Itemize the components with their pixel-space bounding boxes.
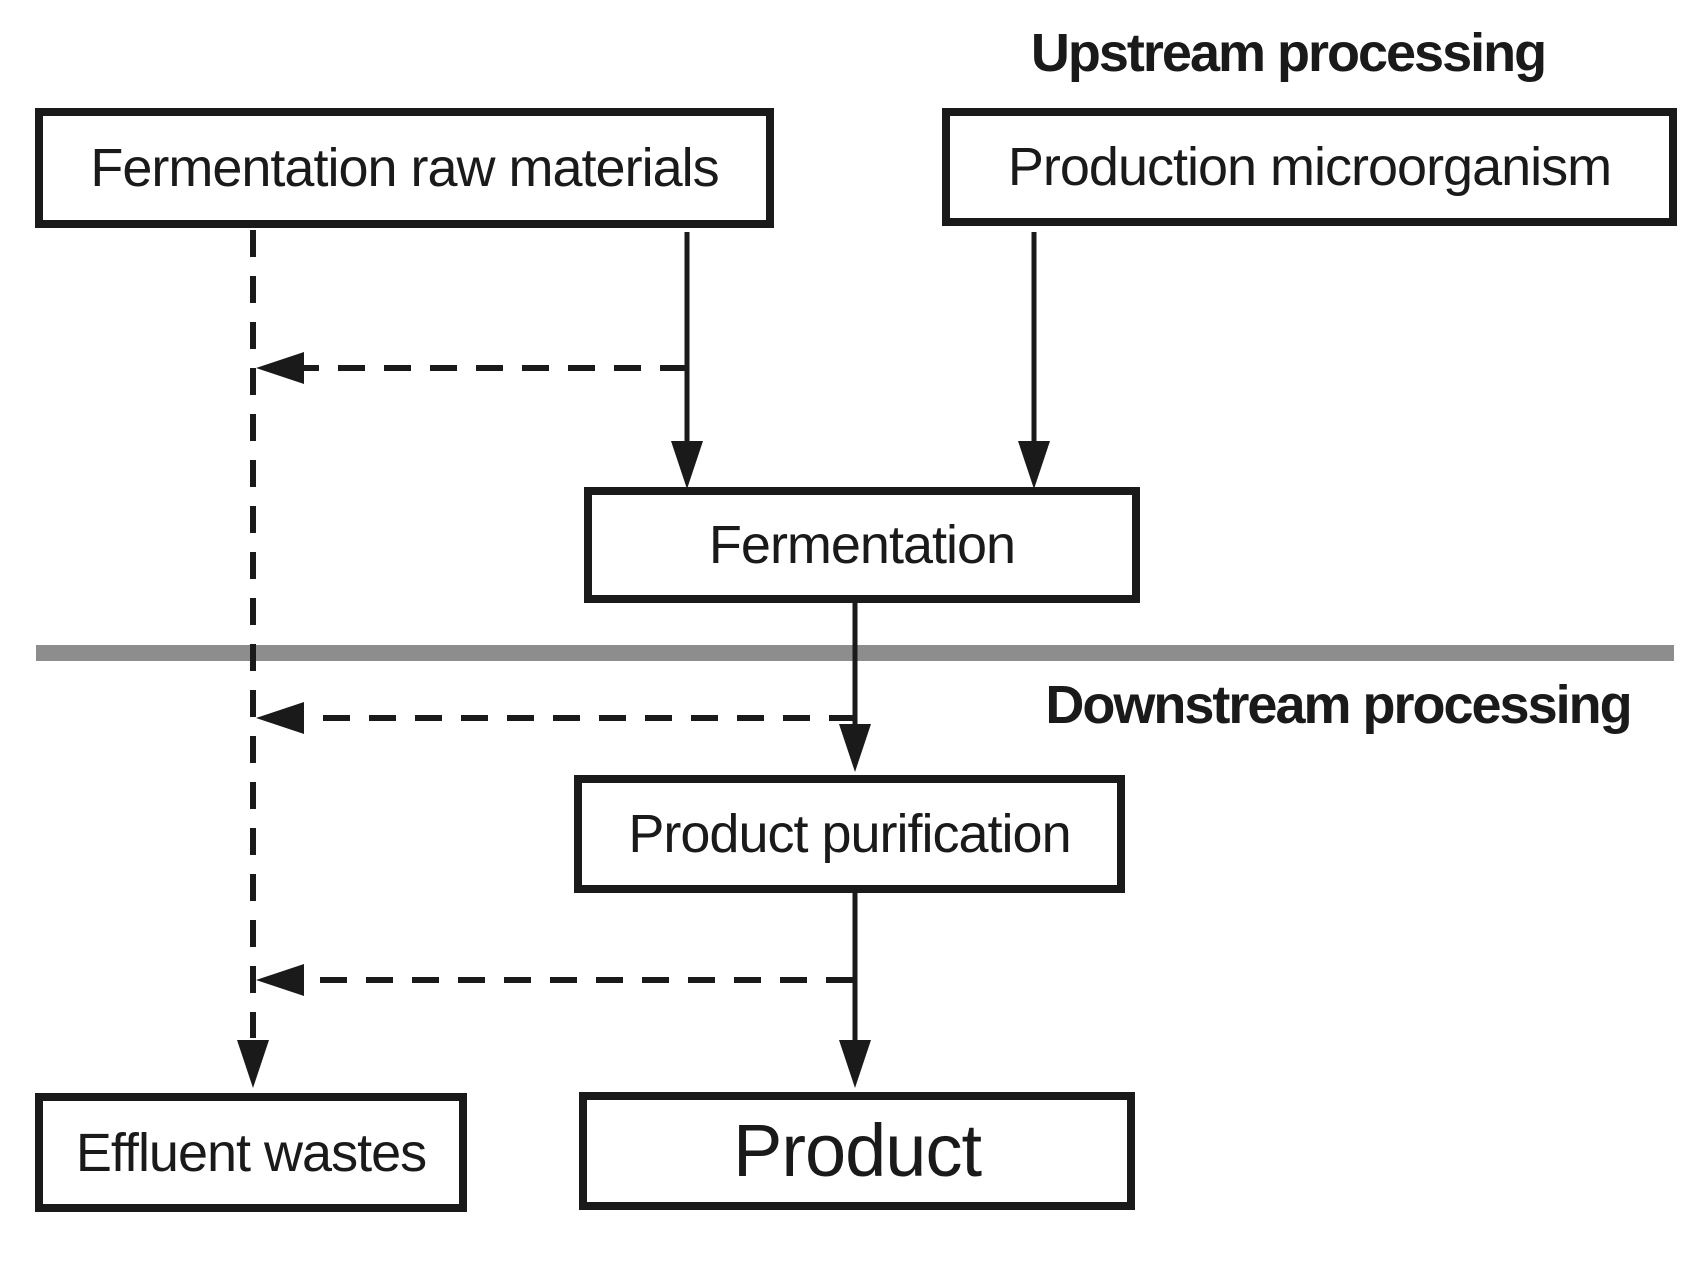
arrowhead-down-icon xyxy=(839,1040,871,1088)
arrowhead-left-icon xyxy=(256,964,304,996)
arrowhead-down-icon xyxy=(1018,441,1050,489)
upstream-downstream-divider xyxy=(36,645,1674,661)
node-product-purification: Product purification xyxy=(574,775,1125,893)
node-production-microorganism: Production microorganism xyxy=(942,108,1677,226)
node-label: Effluent wastes xyxy=(75,1122,427,1183)
node-label: Fermentation xyxy=(708,515,1016,575)
node-label: Product purification xyxy=(628,804,1071,864)
node-fermentation: Fermentation xyxy=(584,487,1140,603)
arrowhead-left-icon xyxy=(256,702,304,734)
node-effluent-wastes: Effluent wastes xyxy=(35,1093,467,1212)
downstream-processing-text: Downstream processing xyxy=(1045,675,1632,735)
upstream-processing-text: Upstream processing xyxy=(1030,23,1547,83)
arrowhead-down-icon xyxy=(237,1040,269,1088)
upstream-processing-label: Upstream processing xyxy=(968,22,1608,84)
node-fermentation-raw-materials: Fermentation raw materials xyxy=(35,108,774,228)
downstream-processing-label: Downstream processing xyxy=(1018,674,1658,736)
arrowhead-left-icon xyxy=(256,352,304,384)
node-label: Product xyxy=(732,1109,982,1192)
node-label: Production microorganism xyxy=(1007,137,1612,197)
arrowhead-down-icon xyxy=(671,441,703,489)
node-product: Product xyxy=(579,1092,1135,1210)
arrowhead-down-icon xyxy=(839,724,871,772)
node-label: Fermentation raw materials xyxy=(90,138,719,198)
